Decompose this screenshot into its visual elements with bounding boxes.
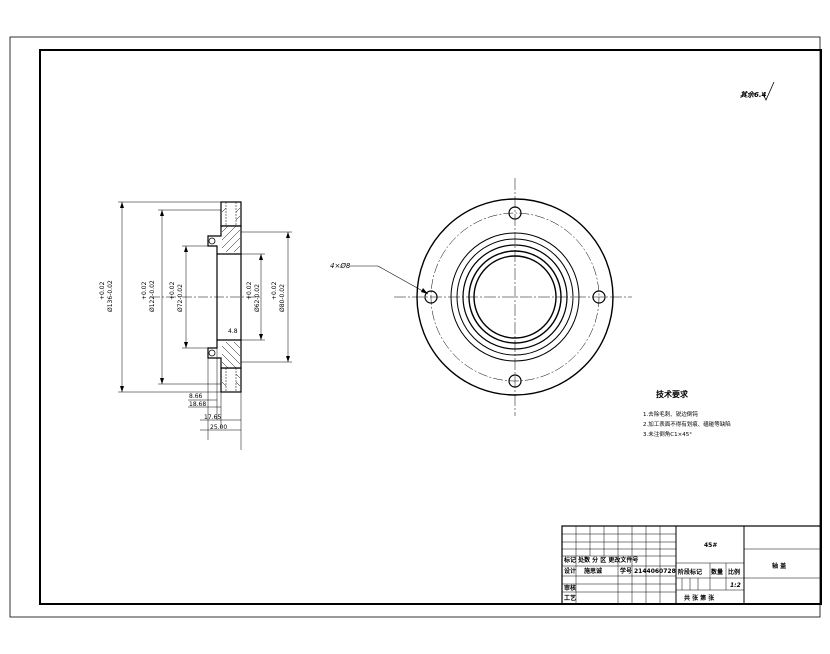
- dim-d80-tol: +0.02: [271, 281, 278, 300]
- dim-d72-tol: +0.02: [169, 281, 176, 300]
- stage-label: 阶段标记: [678, 568, 702, 576]
- designer-label: 设计: [564, 567, 576, 575]
- dim-len-a: 8.66: [189, 393, 203, 400]
- part-name: 轴 盖: [772, 562, 786, 570]
- dim-d122-tol: +0.02: [141, 281, 148, 300]
- dim-len-c: 17.65: [204, 414, 221, 421]
- bolt-hole-bottom: [508, 374, 522, 388]
- outer-border: [9, 36, 821, 618]
- dim-d80: Ø80-0.02: [279, 284, 286, 312]
- qty-label: 数量: [711, 568, 723, 576]
- material: 45#: [704, 542, 717, 549]
- hole-callout: 4×Ø8: [330, 262, 351, 270]
- drawing-frame: [39, 49, 822, 605]
- tech-req-line-2: 2.加工表面不得有划痕、磕碰等缺陷: [643, 420, 731, 428]
- section-view: [118, 201, 292, 450]
- process-label: 工艺: [564, 594, 576, 602]
- section-dimension-labels: +0.02 Ø136-0.02 +0.02 Ø122-0.02 +0.02 Ø7…: [99, 280, 286, 431]
- review-label: 审核: [564, 584, 576, 592]
- dim-d72: Ø72-0.02: [177, 284, 184, 312]
- tech-req-title: 技术要求: [656, 389, 689, 399]
- roughness-note: 其余6.4: [740, 90, 767, 99]
- designer-name: 施思诚: [584, 567, 602, 575]
- dim-d122: Ø122-0.02: [149, 280, 156, 312]
- dim-len-b: 18.68: [189, 401, 206, 408]
- dim-d62: Ø62-0.02: [254, 284, 261, 312]
- hatching-lower: [221, 341, 241, 387]
- dim-d136-tol: +0.02: [99, 281, 106, 300]
- hatching-upper: [221, 207, 241, 253]
- change-row: 标记 处数 分 区 更改文件号: [563, 556, 638, 564]
- title-block-text: 标记 处数 分 区 更改文件号 设计 施思诚 学号 2144060728 审核 …: [563, 542, 786, 602]
- bolt-hole-top: [508, 206, 522, 220]
- sheets-label: 共 张 第 张: [684, 594, 715, 602]
- scale-value: 1:2: [730, 582, 741, 589]
- scale-label: 比例: [728, 568, 740, 576]
- technical-requirements: 技术要求 1.去除毛刺、锐边倒钝 2.加工表面不得有划痕、磕碰等缺陷 3.未注倒…: [643, 389, 731, 438]
- dim-d136: Ø136-0.02: [107, 280, 114, 312]
- dim-chamfer: 4.8: [228, 328, 238, 335]
- student-id: 2144060728: [634, 568, 676, 575]
- dim-d62-tol: +0.02: [246, 281, 253, 300]
- student-label: 学号: [620, 567, 632, 575]
- roughness-symbol: 其余6.4: [740, 81, 775, 101]
- title-block: [561, 525, 822, 605]
- dim-len-d: 25.00: [210, 424, 227, 431]
- tech-req-line-1: 1.去除毛刺、锐边倒钝: [643, 410, 698, 418]
- bolt-hole-left: [424, 290, 438, 304]
- front-view: [350, 178, 632, 416]
- bolt-hole-right: [592, 290, 606, 304]
- tech-req-line-3: 3.未注倒角C1×45°: [643, 430, 692, 438]
